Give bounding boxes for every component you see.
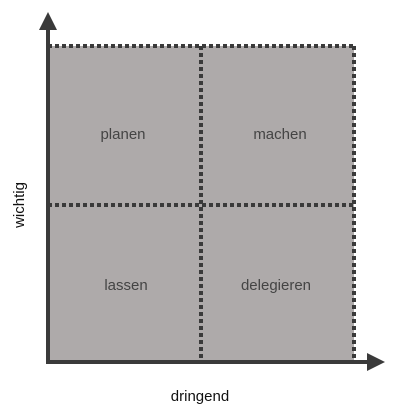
x-axis-arrowhead-icon [367,353,385,371]
quadrant-label-lassen: lassen [104,277,147,294]
y-axis-label: wichtig [11,182,28,229]
matrix-grid [48,44,356,360]
quadrant-label-machen: machen [253,126,306,143]
x-axis-label: dringend [171,388,229,405]
quadrant-label-planen: planen [100,126,145,143]
quadrant-label-delegieren: delegieren [241,277,311,294]
y-axis-arrowhead-icon [39,12,57,30]
